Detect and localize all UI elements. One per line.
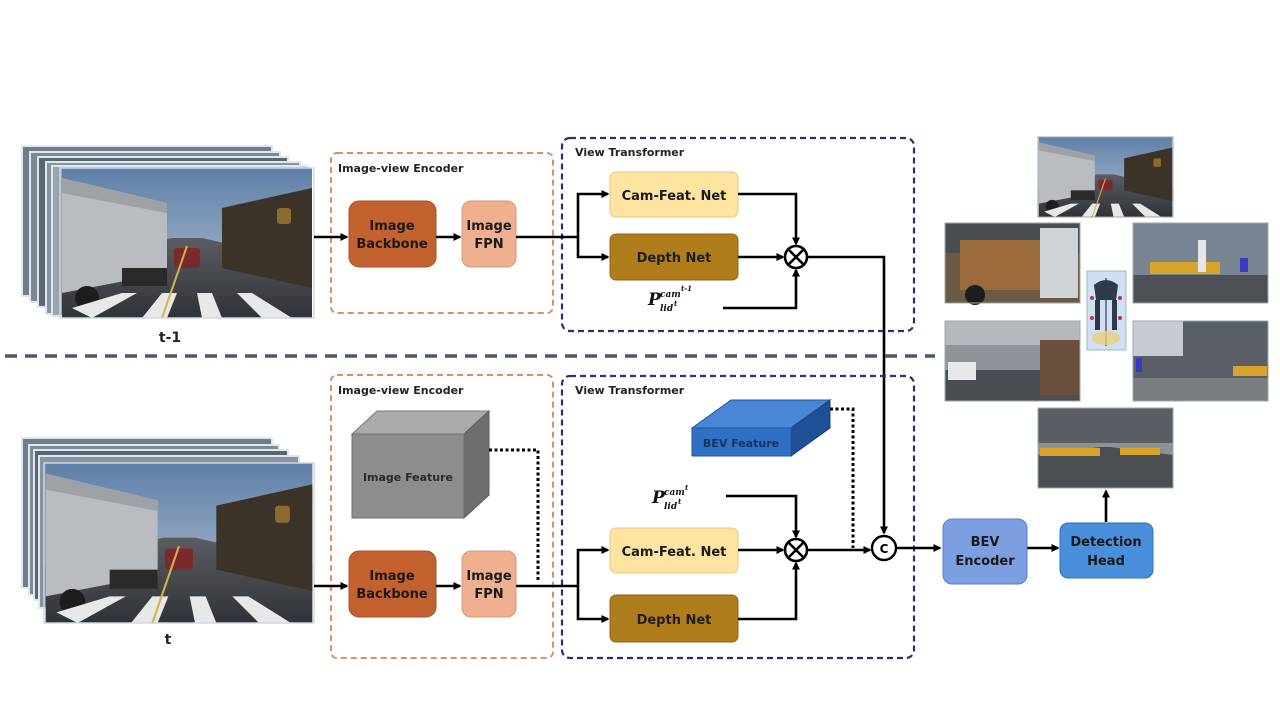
image-fpn-block-current[interactable]: Image FPN: [461, 550, 517, 618]
output-camera-back-right: [1132, 320, 1269, 402]
transform-matrix-previous: P cam t-1 lid t: [647, 284, 692, 314]
view-transformer-group-current: [560, 374, 916, 660]
svg-text:cam: cam: [660, 290, 681, 300]
depth-net-block-previous[interactable]: Depth Net: [609, 233, 739, 281]
bev-feature-slab: BEV Feature: [690, 399, 832, 457]
input-frames-current: [21, 437, 315, 624]
transform-matrix-current: P cam t lid t: [651, 483, 689, 512]
connections-previous: [314, 190, 888, 535]
camera-image-front: [60, 168, 314, 318]
bev-feature-label: BEV Feature: [703, 437, 779, 450]
depth-net-block-current[interactable]: Depth Net: [609, 594, 739, 643]
fpn-line2: FPN: [474, 587, 503, 602]
svg-text:lid: lid: [660, 304, 674, 314]
svg-text:t: t: [678, 497, 682, 506]
backbone-line2: Backbone: [356, 237, 428, 252]
transformer-title-current: View Transformer: [575, 384, 685, 397]
image-feature-label: Image Feature: [363, 471, 453, 484]
bev-encoder-line1: BEV: [971, 535, 1000, 550]
detection-head-line1: Detection: [1070, 535, 1141, 550]
output-camera-front-left: [944, 222, 1081, 305]
output-camera-back: [1037, 407, 1174, 489]
svg-text:cam: cam: [664, 488, 685, 498]
backbone-line1: Image: [369, 219, 414, 234]
ego-vehicle-sensor-layout: [1086, 270, 1127, 351]
depthnet-label: Depth Net: [637, 251, 712, 266]
multiply-operator-previous: [783, 244, 809, 270]
cam-feat-net-block-current[interactable]: Cam-Feat. Net: [609, 527, 739, 574]
output-camera-back-left: [944, 320, 1081, 402]
image-backbone-block-previous[interactable]: Image Backbone: [348, 200, 437, 268]
input-frames-previous: [21, 145, 315, 319]
bev-encoder-line2: Encoder: [955, 554, 1015, 569]
backbone-line1: Image: [369, 569, 414, 584]
svg-text:C: C: [880, 542, 889, 556]
camfeat-label: Cam-Feat. Net: [622, 189, 727, 204]
svg-text:t: t: [674, 299, 678, 308]
svg-text:t-1: t-1: [681, 284, 692, 293]
detection-output-mosaic: [944, 136, 1269, 489]
output-camera-front-right: [1132, 222, 1269, 304]
camera-image-front: [44, 463, 314, 623]
svg-text:P: P: [647, 290, 662, 310]
output-camera-front: [1037, 136, 1174, 218]
svg-text:lid: lid: [664, 502, 678, 512]
encoder-title-previous: Image-view Encoder: [338, 162, 464, 175]
detection-head-line2: Head: [1087, 554, 1125, 569]
encoder-title-current: Image-view Encoder: [338, 384, 464, 397]
cam-feat-net-block-previous[interactable]: Cam-Feat. Net: [609, 171, 739, 218]
time-label-current: t: [165, 632, 172, 648]
concat-operator: C: [870, 534, 898, 562]
multiply-operator-current: [783, 537, 809, 563]
time-label-previous: t-1: [159, 330, 181, 346]
svg-text:P: P: [651, 488, 666, 508]
fpn-line1: Image: [466, 219, 511, 234]
camfeat-label: Cam-Feat. Net: [622, 545, 727, 560]
svg-text:t: t: [685, 483, 689, 492]
backbone-line2: Backbone: [356, 587, 428, 602]
image-feature-cube: Image Feature: [350, 409, 491, 520]
image-fpn-block-previous[interactable]: Image FPN: [461, 200, 517, 268]
fpn-line1: Image: [466, 569, 511, 584]
view-transformer-group-previous: [560, 136, 916, 333]
transformer-title-previous: View Transformer: [575, 146, 685, 159]
image-view-encoder-group-previous: [330, 152, 554, 314]
image-backbone-block-current[interactable]: Image Backbone: [348, 550, 437, 618]
connections-current: [314, 407, 1110, 623]
fpn-line2: FPN: [474, 237, 503, 252]
depthnet-label: Depth Net: [637, 613, 712, 628]
image-view-encoder-group-current: [330, 374, 554, 659]
bev-encoder-block[interactable]: BEV Encoder: [942, 518, 1028, 585]
detection-head-block[interactable]: Detection Head: [1059, 522, 1154, 579]
